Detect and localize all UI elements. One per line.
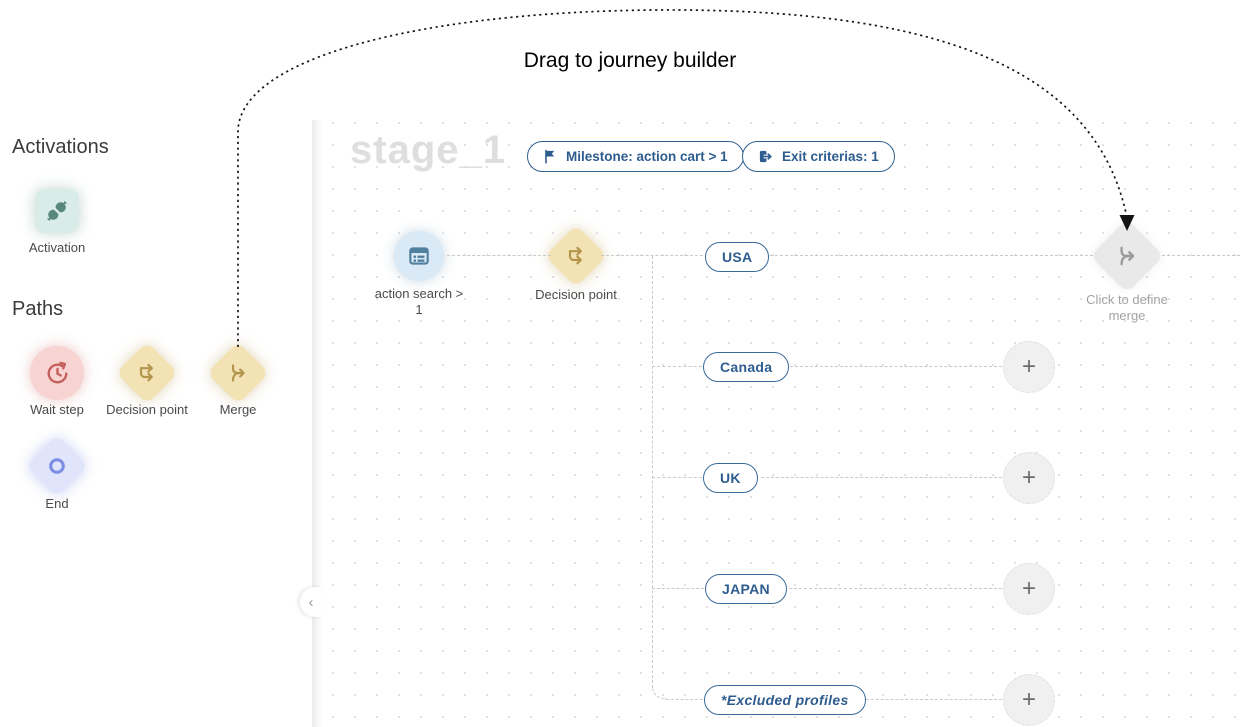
- exit-icon: [759, 150, 772, 163]
- palette-item-activation[interactable]: [35, 189, 79, 233]
- connector-canada-add: [790, 366, 1002, 367]
- connector-branch-trunk: [652, 256, 653, 688]
- branch-pill-uk[interactable]: UK: [703, 463, 758, 493]
- branch-pill-japan[interactable]: JAPAN: [705, 574, 787, 604]
- palette-item-wait-step[interactable]: [30, 346, 84, 400]
- end-icon: [49, 458, 65, 474]
- exit-criterias-badge-label: Exit criterias: 1: [782, 149, 879, 164]
- add-step-button-canada[interactable]: +: [1003, 341, 1055, 393]
- connector-excluded-add: [856, 699, 1002, 700]
- merge-icon: [231, 364, 245, 382]
- flag-icon: [545, 149, 555, 164]
- connector-stub-uk: [652, 477, 702, 478]
- palette-label-merge: Merge: [219, 402, 257, 417]
- branch-pill-usa[interactable]: USA: [705, 242, 770, 272]
- entry-node-label: action search > 1: [374, 286, 464, 317]
- plus-icon: +: [1021, 686, 1036, 713]
- wait-step-icon: [47, 361, 67, 383]
- chevron-left-icon: ‹: [308, 593, 314, 611]
- palette-label-activation: Activation: [28, 240, 86, 255]
- stage-title: stage_1: [350, 128, 506, 172]
- connector-stub-excluded: [666, 699, 703, 700]
- paths-section-title: Paths: [12, 298, 64, 320]
- merge-node-label: Click to define merge: [1086, 292, 1168, 323]
- merge-icon: [1120, 246, 1135, 266]
- branch-pill-excluded-profiles[interactable]: *Excluded profiles: [704, 685, 866, 715]
- connector-usa-merge: [770, 255, 1098, 256]
- sidebar-collapse-button[interactable]: ‹: [300, 587, 322, 617]
- connector-stub-japan: [652, 588, 704, 589]
- milestone-badge[interactable]: Milestone: action cart > 1: [527, 141, 744, 172]
- milestone-badge-label: Milestone: action cart > 1: [566, 149, 728, 164]
- plus-icon: +: [1021, 575, 1036, 602]
- exit-criterias-badge[interactable]: Exit criterias: 1: [742, 141, 895, 172]
- drag-hint-text: Drag to journey builder: [523, 49, 737, 72]
- plus-icon: +: [1021, 464, 1036, 491]
- palette-label-end: End: [45, 496, 69, 511]
- connector-uk-add: [761, 477, 1002, 478]
- palette-item-end[interactable]: [25, 434, 89, 498]
- palette-label-decision-point: Decision point: [106, 402, 188, 417]
- connector-japan-add: [784, 588, 1002, 589]
- entry-node[interactable]: [394, 231, 444, 281]
- activation-icon: [46, 200, 68, 222]
- palette-label-wait-step: Wait step: [30, 402, 84, 417]
- connector-merge-out: [1157, 255, 1240, 256]
- add-step-button-uk[interactable]: +: [1003, 452, 1055, 504]
- journey-canvas[interactable]: [312, 120, 1240, 727]
- decision-point-icon: [139, 363, 153, 382]
- event-list-icon: [409, 247, 429, 265]
- decision-node-label: Decision point: [535, 287, 617, 302]
- plus-icon: +: [1021, 353, 1036, 380]
- decision-point-icon: [568, 246, 582, 265]
- sidebar-canvas-divider: [312, 120, 322, 727]
- activations-section-title: Activations: [12, 136, 109, 158]
- palette-item-merge[interactable]: [206, 341, 270, 405]
- palette-item-decision-point[interactable]: [115, 341, 179, 405]
- connector-entry-decision: [447, 255, 551, 256]
- add-step-button-japan[interactable]: +: [1003, 563, 1055, 615]
- add-step-button-excluded[interactable]: +: [1003, 674, 1055, 726]
- branch-pill-canada[interactable]: Canada: [703, 352, 790, 382]
- connector-stub-canada: [652, 366, 702, 367]
